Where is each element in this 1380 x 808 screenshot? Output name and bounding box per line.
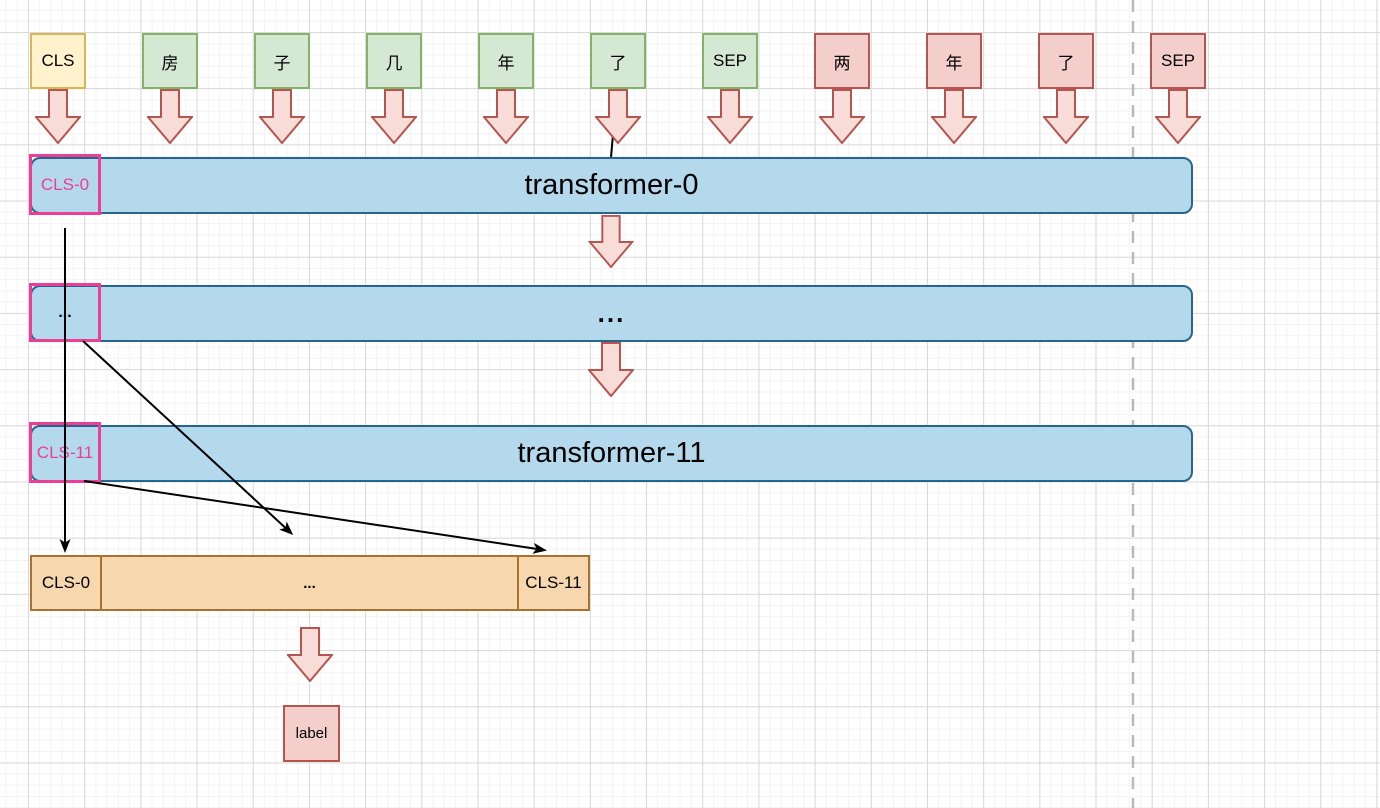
down-fat-arrow-icon	[371, 89, 417, 144]
token-le-2[interactable]: 了	[1038, 33, 1094, 144]
down-fat-arrow-icon	[595, 89, 641, 144]
pooled-cell-label: CLS-0	[41, 573, 91, 592]
pooled-cell-label: CLS-11	[525, 573, 582, 592]
token-label: 两	[833, 53, 851, 73]
cls11-to-pooled-arrow[interactable]	[83, 480, 547, 554]
down-fat-arrow-icon	[819, 89, 865, 144]
token-ji[interactable]: 几	[366, 33, 422, 144]
output-label-box[interactable]: label	[283, 705, 340, 762]
cls-overlay-label: CLS-11	[36, 442, 94, 462]
token-box[interactable]: 几	[366, 33, 422, 89]
token-box[interactable]: SEP	[1150, 33, 1206, 89]
down-fat-arrow-icon	[483, 89, 529, 144]
token-label: CLS	[41, 51, 75, 70]
transformer-middle-bar[interactable]: ...	[30, 285, 1193, 342]
token-box[interactable]: CLS	[30, 33, 86, 89]
pooled-cls-bar[interactable]: CLS-0 ... CLS-11	[30, 555, 590, 611]
down-fat-arrow-icon	[35, 89, 81, 144]
token-label: 子	[273, 53, 291, 73]
output-label-text: label	[295, 725, 328, 742]
pooled-cell-dots[interactable]: ...	[100, 557, 519, 609]
down-fat-arrow-icon	[588, 215, 634, 268]
pooled-cell-cls-0[interactable]: CLS-0	[32, 557, 100, 609]
down-fat-arrow-icon	[931, 89, 977, 144]
cls-0-overlay-box[interactable]: CLS-0	[29, 154, 101, 215]
token-label: 了	[609, 53, 627, 73]
bar-label: transformer-0	[524, 169, 699, 201]
token-liang[interactable]: 两	[814, 33, 870, 144]
token-nian-1[interactable]: 年	[478, 33, 534, 144]
pooled-cell-cls-11[interactable]: CLS-11	[519, 557, 588, 609]
down-fat-arrow-icon	[147, 89, 193, 144]
token-label: 年	[945, 53, 963, 73]
token-le-1[interactable]: 了	[590, 33, 646, 144]
cls-overlay-label: ...	[58, 303, 72, 321]
token-sep-1[interactable]: SEP	[702, 33, 758, 144]
down-fat-arrow-icon	[287, 627, 333, 682]
cls-middle-overlay-box[interactable]: ...	[29, 283, 101, 342]
pooled-cell-label: ...	[303, 574, 316, 592]
down-fat-arrow-icon	[1155, 89, 1201, 144]
token-label: 了	[1057, 53, 1075, 73]
token-cls[interactable]: CLS	[30, 33, 86, 144]
bar-label: ...	[597, 298, 626, 328]
token-box[interactable]: 了	[590, 33, 646, 89]
token-box[interactable]: 年	[478, 33, 534, 89]
transformer-0-bar[interactable]: transformer-0	[30, 157, 1193, 214]
down-fat-arrow-icon	[1043, 89, 1089, 144]
token-label: 几	[385, 53, 403, 73]
down-fat-arrow-icon	[259, 89, 305, 144]
token-box[interactable]: 两	[814, 33, 870, 89]
token-label: 房	[161, 53, 179, 73]
transformer-11-bar[interactable]: transformer-11	[30, 425, 1193, 482]
down-fat-arrow-icon	[707, 89, 753, 144]
token-label: SEP	[712, 51, 748, 70]
cls-overlay-label: CLS-0	[40, 174, 90, 194]
bar-label: transformer-11	[517, 437, 706, 469]
token-nian-2[interactable]: 年	[926, 33, 982, 144]
token-box[interactable]: 年	[926, 33, 982, 89]
token-box[interactable]: 房	[142, 33, 198, 89]
token-label: 年	[497, 53, 515, 73]
token-box[interactable]: 子	[254, 33, 310, 89]
token-zi[interactable]: 子	[254, 33, 310, 144]
token-fang[interactable]: 房	[142, 33, 198, 144]
down-fat-arrow-icon	[588, 342, 634, 397]
token-box[interactable]: SEP	[702, 33, 758, 89]
token-label: SEP	[1160, 51, 1196, 70]
cls-11-overlay-box[interactable]: CLS-11	[29, 422, 101, 483]
token-box[interactable]: 了	[1038, 33, 1094, 89]
token-sep-2[interactable]: SEP	[1150, 33, 1206, 144]
